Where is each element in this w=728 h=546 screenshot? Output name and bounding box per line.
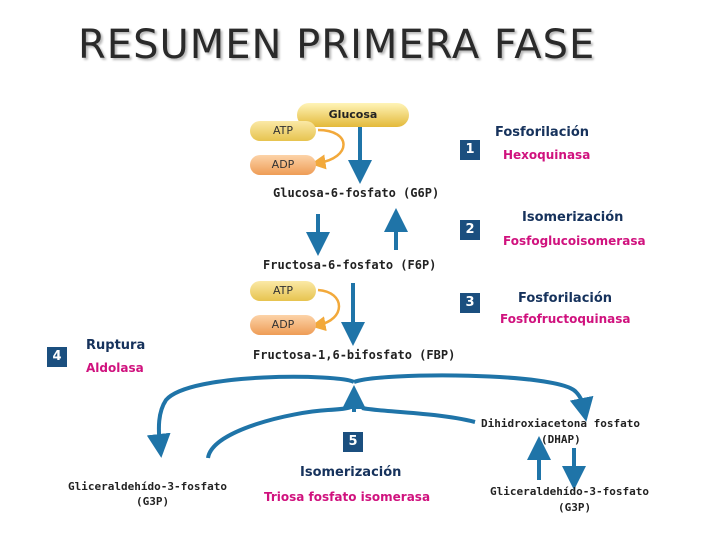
step-4-enzyme: Aldolasa xyxy=(86,361,144,375)
g6p-label: Glucosa-6-fosfato (G6P) xyxy=(273,186,440,200)
step-1-badge: 1 xyxy=(460,140,480,160)
cofactor-curve-3 xyxy=(310,288,341,332)
step-2-badge: 2 xyxy=(460,220,480,240)
arrow-merge-left xyxy=(206,403,356,459)
step-1-enzyme: Hexoquinasa xyxy=(503,148,591,162)
cofactor-curve-1 xyxy=(310,128,345,170)
atp-pill-3: ATP xyxy=(250,281,316,301)
atp-pill-1: ATP xyxy=(250,121,316,141)
dhap-label-line2: (DHAP) xyxy=(541,433,581,446)
step-3-enzyme: Fosfofructoquinasa xyxy=(500,312,631,326)
adp-pill-3: ADP xyxy=(250,315,316,335)
g3p-right-line1: Gliceraldehído-3-fosfato xyxy=(490,485,649,498)
arrow-split-left xyxy=(146,374,355,458)
g3p-right-line2: (G3P) xyxy=(558,501,592,514)
step-3-title: Fosforilación xyxy=(518,291,613,306)
slide-title: RESUMEN PRIMERA FASE xyxy=(78,22,596,68)
step-5-title: Isomerización xyxy=(300,465,402,480)
adp-pill-1: ADP xyxy=(250,155,316,175)
step-2-enzyme: Fosfoglucoisomerasa xyxy=(503,234,646,248)
step-1-title: Fosforilación xyxy=(495,125,590,140)
glucose-node: Glucosa xyxy=(297,103,409,127)
fbp-label: Fructosa-1,6-bifosfato (FBP) xyxy=(253,348,456,362)
dhap-label-line1: Dihidroxiacetona fosfato xyxy=(481,417,640,430)
f6p-label: Fructosa-6-fosfato (F6P) xyxy=(263,258,437,272)
step-5-enzyme: Triosa fosfato isomerasa xyxy=(264,490,431,504)
step-4-title: Ruptura xyxy=(86,338,146,353)
g3p-left-line2: (G3P) xyxy=(136,495,170,508)
step-2-title: Isomerización xyxy=(522,210,624,225)
step-3-badge: 3 xyxy=(460,293,480,313)
arrow-merge-right xyxy=(361,406,476,424)
step-4-badge: 4 xyxy=(47,347,67,367)
arrow-split-right xyxy=(353,373,594,422)
step-5-badge: 5 xyxy=(343,432,363,452)
g3p-left-line1: Gliceraldehído-3-fosfato xyxy=(68,480,227,493)
